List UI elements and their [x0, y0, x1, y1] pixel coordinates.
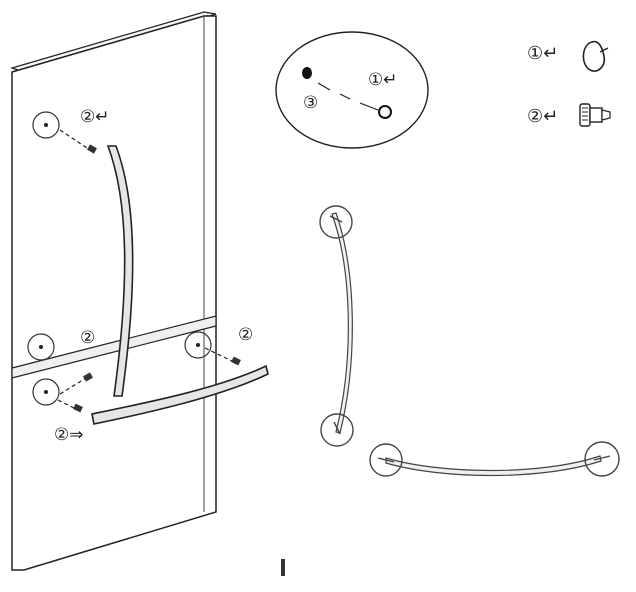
screw-part-icon — [579, 103, 611, 127]
vertical-handle — [106, 145, 134, 397]
horizontal-handle — [91, 364, 269, 425]
cap-part-icon — [582, 40, 609, 72]
stray-mark — [281, 559, 285, 576]
detail-callout: ①↵ ③ — [275, 31, 429, 149]
screw-hole-markers — [27, 111, 212, 406]
hole-marker-upper-top — [32, 111, 60, 139]
detail-mount-right — [584, 441, 620, 477]
hole-marker-lower-right — [184, 331, 212, 359]
detail-ellipse — [275, 31, 429, 149]
detail-mount-top — [319, 205, 353, 239]
detail-vertical-handle — [331, 212, 353, 434]
detail-mount-bottom — [320, 413, 354, 447]
detail-label-1: ①↵ — [368, 70, 397, 90]
callout-upper-top: ②↵ — [80, 107, 109, 127]
detail-horizontal-handle — [385, 455, 602, 477]
legend-item-1-label: ①↵ — [527, 43, 558, 64]
detail-mount-left — [369, 443, 403, 477]
callout-upper-bottom: ② — [80, 328, 95, 348]
ring-icon — [378, 105, 392, 119]
refrigerator-door — [9, 11, 217, 571]
hole-marker-upper-bottom — [27, 333, 55, 361]
parts-legend: ①↵ ②↵ — [527, 40, 611, 127]
cap-icon — [302, 67, 312, 79]
callout-lower-right: ② — [238, 325, 253, 345]
detail-label-3: ③ — [303, 93, 318, 113]
handle-detail-view — [319, 205, 620, 477]
screw-leaders — [57, 129, 241, 413]
callout-lower-left: ②⇒ — [54, 425, 83, 445]
legend-item-2-label: ②↵ — [527, 106, 558, 127]
hole-marker-lower-left — [32, 378, 60, 406]
